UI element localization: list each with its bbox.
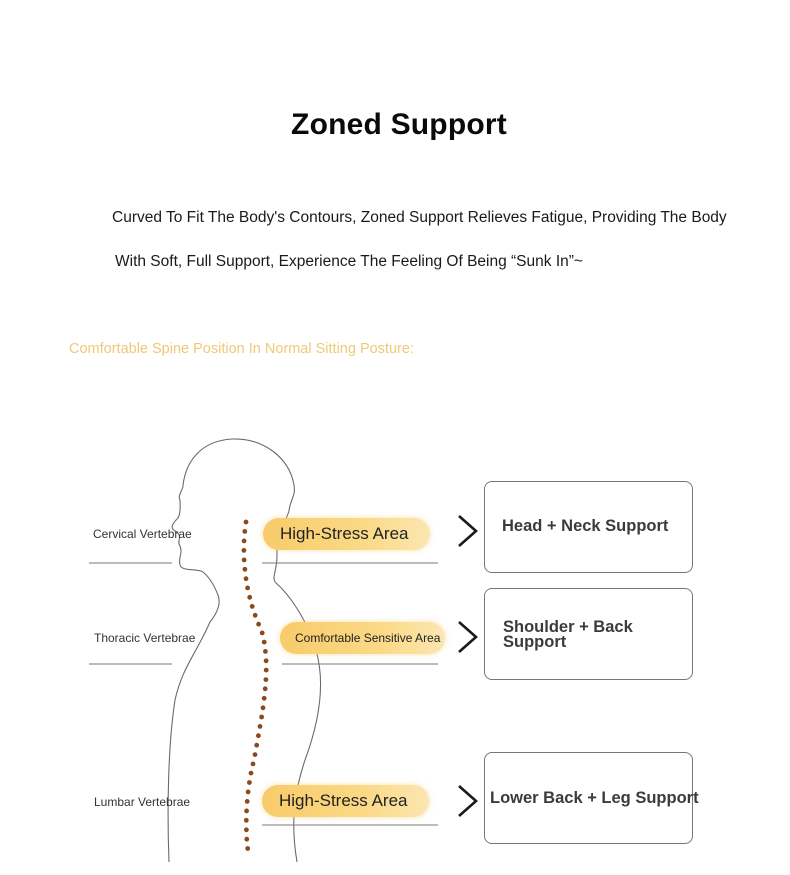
spine-dot: [244, 827, 249, 833]
spine-dot: [244, 836, 250, 842]
label-thoracic-vertebrae: Thoracic Vertebrae: [94, 631, 196, 645]
spine-dot: [252, 612, 258, 618]
support-card-lower-back-leg: Lower Back + Leg Support: [484, 752, 699, 844]
spine-dot: [252, 752, 258, 757]
area-pill-label: Comfortable Sensitive Area: [295, 631, 441, 645]
spine-dot: [260, 705, 266, 711]
spine-dot: [249, 604, 255, 609]
spine-dot: [243, 519, 249, 525]
spine-dot: [248, 770, 254, 776]
spine-dot: [243, 576, 249, 582]
spine-dot: [241, 557, 247, 563]
diagram-heading: Comfortable Spine Position In Normal Sit…: [69, 341, 414, 357]
body-outline-front: [167, 438, 295, 863]
spine-dot: [263, 649, 268, 654]
area-pill-high-stress-lower: High-Stress Area: [262, 785, 429, 817]
label-cervical-vertebrae: Cervical Vertebrae: [93, 527, 192, 541]
area-pill-high-stress-upper: High-Stress Area: [263, 518, 430, 550]
spine-dot: [241, 548, 247, 553]
chevron-right-icon: [458, 515, 478, 547]
spine-dot: [245, 789, 251, 795]
spine-dots: [241, 519, 269, 851]
spine-dot: [244, 808, 250, 814]
spine-dot: [245, 585, 251, 591]
area-pill-comfortable-sensitive: Comfortable Sensitive Area: [280, 622, 445, 654]
support-card-label: Lower Back + Leg Support: [490, 789, 699, 807]
spine-dot: [242, 529, 248, 534]
spine-dot: [243, 817, 249, 823]
spine-dot: [257, 724, 263, 729]
divider-lines: [89, 562, 438, 826]
description-line-2: With Soft, Full Support, Experience The …: [115, 253, 583, 270]
area-pill-label: High-Stress Area: [280, 524, 409, 543]
spine-dot: [250, 761, 256, 767]
spine-dot: [242, 566, 248, 572]
chevron-right-icon: [458, 785, 478, 817]
spine-dot: [245, 846, 251, 851]
spine-dot: [247, 780, 252, 785]
spine-dot: [263, 658, 269, 664]
spine-dot: [259, 714, 264, 720]
label-lumbar-vertebrae: Lumbar Vertebrae: [94, 795, 191, 809]
description-line-1: Curved To Fit The Body's Contours, Zoned…: [112, 209, 727, 226]
spine-dot: [261, 639, 267, 645]
spine-dot: [263, 677, 269, 682]
spine-dot: [263, 667, 269, 673]
support-card-head-neck: Head + Neck Support: [484, 481, 693, 573]
spine-dot: [247, 594, 253, 600]
support-card-label: Shoulder + Back Support: [503, 618, 633, 651]
spine-dot: [241, 538, 247, 544]
chevron-right-icon: [458, 621, 478, 653]
area-pill-label: High-Stress Area: [279, 791, 408, 810]
spine-dot: [259, 630, 265, 636]
spine-dot: [262, 686, 268, 692]
page-title: Zoned Support: [291, 108, 507, 141]
spine-dot: [256, 621, 261, 627]
spine-dot: [254, 742, 260, 748]
spine-dot: [261, 695, 267, 701]
spine-dot: [256, 733, 261, 739]
support-card-shoulder-back: Shoulder + Back Support: [484, 588, 693, 680]
support-card-label: Head + Neck Support: [502, 517, 669, 535]
spine-dot: [244, 799, 250, 804]
